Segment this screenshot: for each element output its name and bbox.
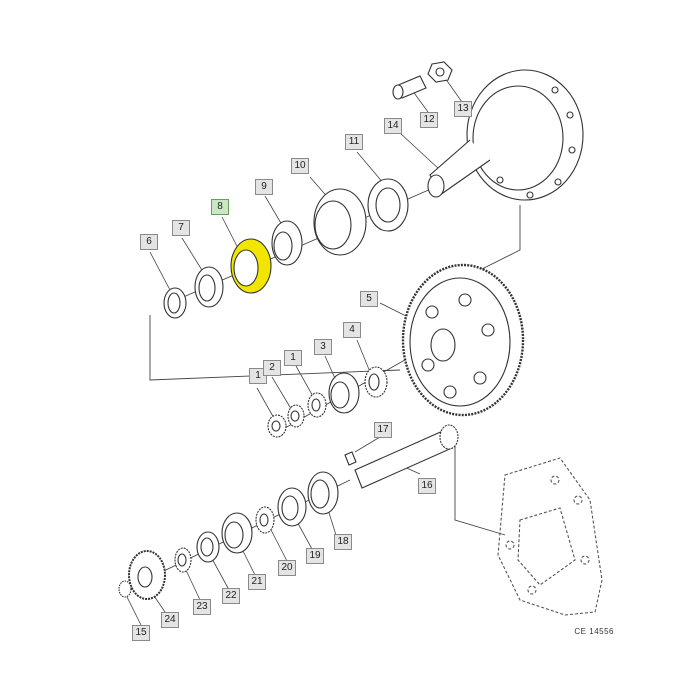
housing-outline [497,457,603,616]
cup-21 [221,512,253,554]
reference-code: CE 14556 [574,627,614,636]
nut-15 [118,580,132,598]
callout-21[interactable]: 21 [248,574,266,590]
callout-3[interactable]: 3 [314,339,332,355]
shaft-16 [344,424,459,489]
bolt [392,75,427,100]
cone-23 [174,547,192,573]
callout-17[interactable]: 17 [374,422,392,438]
callout-9[interactable]: 9 [255,179,273,195]
cone-2 [287,404,305,428]
nut [427,61,453,83]
seal-7 [194,266,224,308]
cup-3 [328,372,360,414]
callout-24[interactable]: 24 [161,612,179,628]
cone-20 [255,506,275,534]
callout-14[interactable]: 14 [384,118,402,134]
callout-13[interactable]: 13 [454,101,472,117]
hub-flange [427,69,584,201]
seal-18 [307,471,339,515]
ring-22 [196,531,220,563]
callout-22[interactable]: 22 [222,588,240,604]
callout-23[interactable]: 23 [193,599,211,615]
cup-10 [313,188,367,256]
callout-7[interactable]: 7 [172,220,190,236]
callout-20[interactable]: 20 [278,560,296,576]
callout-18[interactable]: 18 [334,534,352,550]
bearing-4 [364,366,388,398]
cone-1b [267,414,287,438]
snap-ring-6 [163,287,187,319]
callout-11[interactable]: 11 [345,134,363,150]
callout-5[interactable]: 5 [360,291,378,307]
cone-9 [271,220,303,266]
cone-1a [307,392,327,418]
callout-12[interactable]: 12 [420,112,438,128]
cup-19 [277,487,307,527]
large-gear [401,263,525,417]
callout-16[interactable]: 16 [418,478,436,494]
callout-2[interactable]: 2 [263,360,281,376]
callout-19[interactable]: 19 [306,548,324,564]
callout-4[interactable]: 4 [343,322,361,338]
callout-8[interactable]: 8 [211,199,229,215]
pinion-24 [128,550,166,600]
callout-1[interactable]: 1 [249,368,267,384]
bearing-11 [367,178,409,232]
callout-15[interactable]: 15 [132,625,150,641]
callout-6[interactable]: 6 [140,234,158,250]
highlighted-ring-8 [230,238,272,294]
callout-1[interactable]: 1 [284,350,302,366]
callout-10[interactable]: 10 [291,158,309,174]
